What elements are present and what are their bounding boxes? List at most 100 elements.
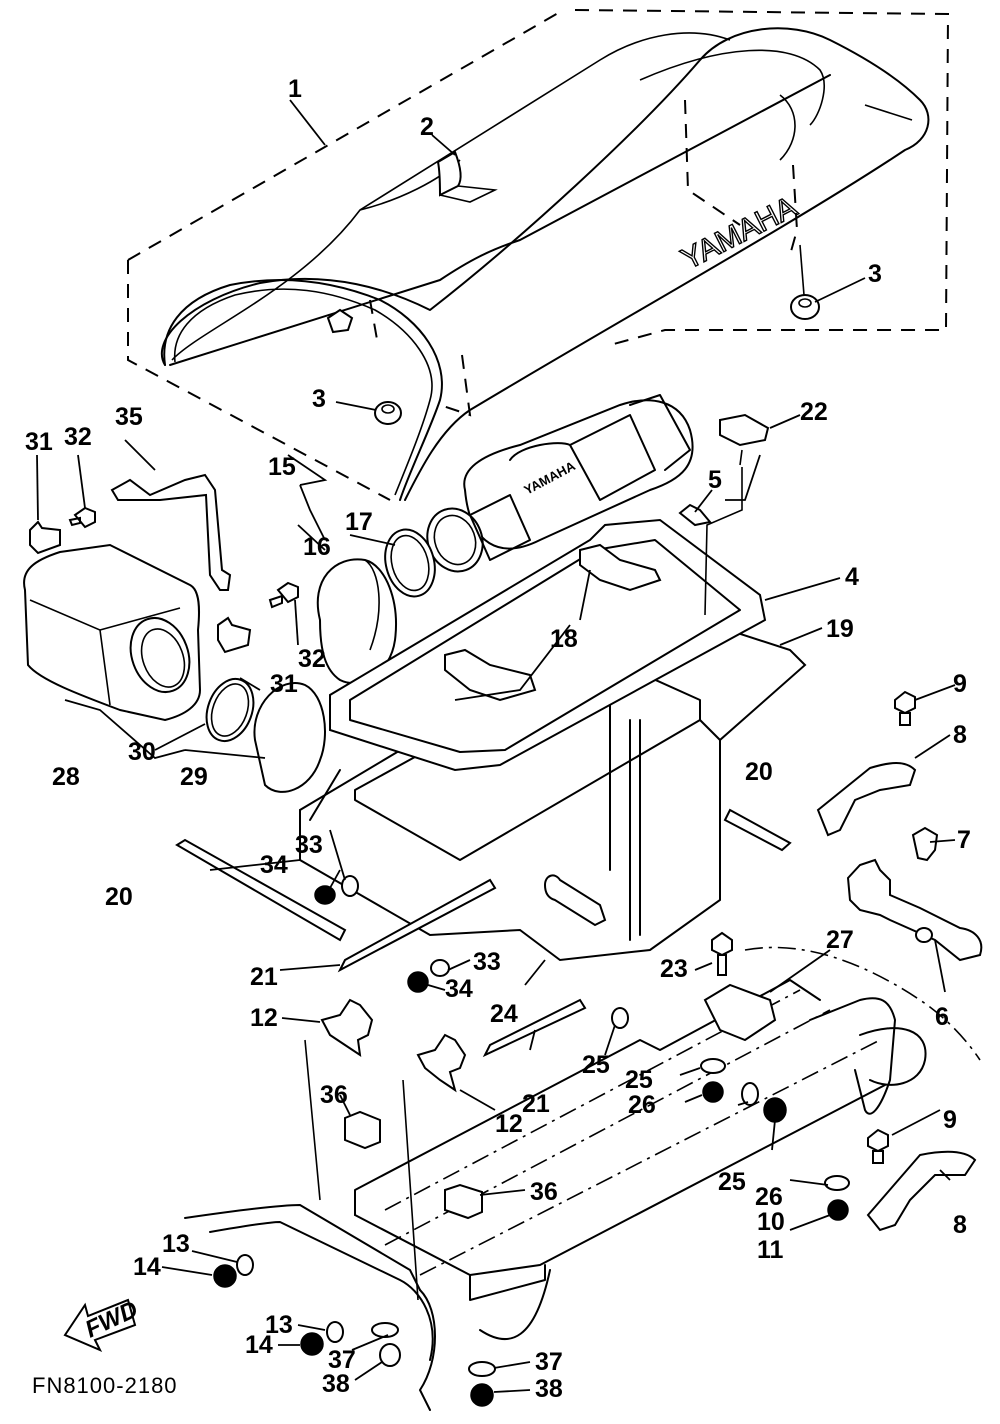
damper-hole bbox=[798, 298, 812, 308]
gasket-inner bbox=[349, 539, 741, 753]
lock-spacer bbox=[915, 927, 933, 943]
washer-33-upper bbox=[341, 875, 359, 897]
intake-duct-bracket bbox=[509, 442, 571, 461]
callout-2: 2 bbox=[420, 113, 434, 141]
callout-9: 9 bbox=[953, 670, 967, 698]
callout-6: 6 bbox=[935, 1003, 949, 1031]
o-ring-inner bbox=[390, 534, 430, 592]
callout-23: 23 bbox=[660, 955, 688, 983]
intake-duct-nut-rear bbox=[569, 414, 656, 501]
callout-8: 8 bbox=[953, 721, 967, 749]
holder-front bbox=[444, 648, 537, 702]
hull-deck-edge bbox=[354, 1084, 886, 1276]
screw-lower bbox=[268, 581, 299, 609]
hull-deck-top-rail bbox=[354, 979, 821, 1216]
seat-handle-recess bbox=[163, 279, 443, 501]
nut-38-right bbox=[470, 1383, 494, 1407]
fuel-tank bbox=[23, 543, 202, 722]
clip bbox=[678, 503, 712, 527]
intake-duct-nut-rear-2 bbox=[629, 394, 691, 471]
callout-36: 36 bbox=[530, 1178, 558, 1206]
washer-13-upper bbox=[236, 1254, 254, 1276]
seat-top-contour bbox=[171, 32, 731, 361]
nut-38-left bbox=[379, 1343, 401, 1367]
bolt bbox=[911, 826, 939, 862]
callout-3: 3 bbox=[868, 260, 882, 288]
washer-37-left bbox=[371, 1322, 399, 1338]
cap-contour bbox=[364, 559, 380, 651]
callout-33: 33 bbox=[295, 831, 323, 859]
fwd-arrow-icon bbox=[63, 1298, 137, 1352]
washer-25-a bbox=[611, 1007, 629, 1029]
washer-13-lower bbox=[326, 1321, 344, 1343]
hull-front-rail-inner bbox=[209, 1221, 434, 1361]
callout-25: 25 bbox=[582, 1051, 610, 1079]
clamp-leader bbox=[704, 449, 743, 616]
seat-assembly-boundary bbox=[127, 9, 950, 501]
callout-28: 28 bbox=[52, 763, 80, 791]
hinge-right bbox=[416, 1033, 467, 1093]
damper-leader-line bbox=[799, 244, 805, 296]
hull-nose bbox=[419, 1269, 551, 1411]
seat-assembly: YAMAHA bbox=[127, 9, 950, 501]
callout-8: 8 bbox=[953, 1211, 967, 1239]
seat-side-edge bbox=[169, 74, 831, 366]
hull-deck-lip bbox=[469, 1264, 546, 1301]
callout-20: 20 bbox=[745, 758, 773, 786]
nut-plate-lower bbox=[217, 616, 252, 654]
hull-rear-contour bbox=[744, 946, 981, 1061]
clip-left bbox=[344, 1110, 381, 1150]
callout-10: 10 bbox=[757, 1208, 785, 1236]
damper-hole bbox=[381, 404, 395, 414]
seat-handle-inner bbox=[173, 288, 433, 496]
tank-gasket bbox=[205, 678, 255, 742]
callout-19: 19 bbox=[826, 615, 854, 643]
tank-gasket-inner bbox=[210, 683, 250, 737]
holder-rear bbox=[579, 543, 662, 592]
bolt-upper bbox=[894, 690, 916, 726]
fuel-tank-edges bbox=[29, 599, 181, 706]
callout-26: 26 bbox=[755, 1183, 783, 1211]
fwd-label: FWD bbox=[81, 1296, 142, 1344]
stud-bolt bbox=[543, 874, 607, 927]
callout-31: 31 bbox=[25, 428, 53, 456]
callout-1: 1 bbox=[288, 75, 302, 103]
callout-21: 21 bbox=[250, 963, 278, 991]
callout-36: 36 bbox=[320, 1081, 348, 1109]
nut-plate-upper bbox=[29, 520, 61, 555]
callout-9: 9 bbox=[943, 1106, 957, 1134]
seat-damper-left bbox=[374, 401, 402, 425]
callout-32: 32 bbox=[298, 645, 326, 673]
clamp bbox=[719, 413, 770, 447]
cap bbox=[316, 558, 397, 685]
storage-box-rim bbox=[299, 769, 341, 861]
clip-right bbox=[444, 1183, 483, 1220]
callout-15: 15 bbox=[268, 453, 296, 481]
nut-14-upper bbox=[213, 1264, 237, 1288]
callout-34: 34 bbox=[445, 975, 473, 1003]
nut-34-lower bbox=[407, 971, 429, 993]
seat-lock bbox=[846, 858, 983, 962]
callout-35: 35 bbox=[115, 403, 143, 431]
seat bbox=[160, 27, 930, 501]
callout-11: 11 bbox=[757, 1236, 784, 1264]
fuel-tank-neck-inner bbox=[140, 628, 186, 688]
hull-rear-bracket bbox=[809, 997, 896, 1115]
callout-21: 21 bbox=[522, 1090, 550, 1118]
hull-deck bbox=[184, 946, 981, 1411]
seat-mount-hidden-front bbox=[369, 299, 472, 417]
bolt-lower bbox=[867, 1128, 889, 1164]
hinge-left bbox=[320, 998, 374, 1058]
leader-lines bbox=[36, 99, 956, 1393]
callout-18: 18 bbox=[550, 625, 578, 653]
callout-27: 27 bbox=[826, 926, 854, 954]
strip-left bbox=[337, 878, 497, 973]
tank-cap bbox=[253, 682, 326, 793]
screw-upper bbox=[68, 506, 96, 529]
callout-20: 20 bbox=[105, 883, 133, 911]
callout-37: 37 bbox=[328, 1346, 356, 1374]
seat-strap-base bbox=[439, 185, 498, 203]
intake-duct: YAMAHA bbox=[426, 394, 694, 573]
drawing-code: FN8100-2180 bbox=[32, 1373, 178, 1398]
screw bbox=[711, 931, 733, 976]
